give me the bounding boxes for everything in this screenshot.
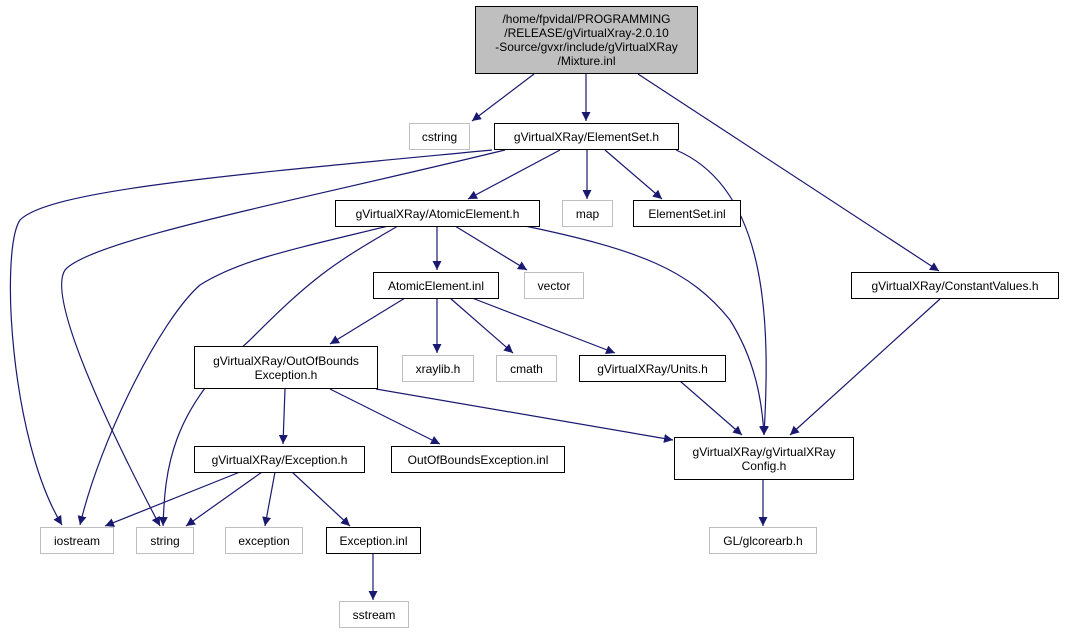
- edge-units-to-config: [679, 380, 743, 436]
- edge-atomicelement-to-vector: [454, 225, 528, 271]
- edge-exceptionh-to-exceptioninl: [291, 471, 351, 527]
- edge-atomicelementinl-to-cmath: [449, 297, 514, 354]
- node-exception-h[interactable]: gVirtualXRay/Exception.h: [194, 446, 365, 473]
- edge-elementset-to-elementsetinl: [604, 149, 663, 200]
- edge-atomicelement-to-iostream: [77, 225, 389, 526]
- node-exception: exception: [225, 527, 303, 554]
- edge-constantvalues-to-config: [789, 298, 941, 436]
- node-gvirtualxray-config-h[interactable]: gVirtualXRay/gVirtualXRay Config.h: [674, 437, 854, 480]
- edge-elementset-to-config: [675, 149, 770, 436]
- node-map: map: [562, 200, 613, 227]
- node-string: string: [136, 527, 194, 554]
- edge-outofbounds-to-outofboundsinl: [329, 388, 441, 445]
- edge-atomicelementinl-to-units: [471, 297, 616, 354]
- edge-atomicelementinl-to-outofbounds: [329, 297, 406, 345]
- node-outofboundsexception-inl[interactable]: OutOfBoundsException.inl: [391, 446, 565, 473]
- node-xraylib-h: xraylib.h: [402, 355, 474, 382]
- edge-exceptionh-to-iostream: [104, 471, 241, 527]
- edge-mixture-to-cstring: [471, 73, 535, 122]
- node-elementset-inl[interactable]: ElementSet.inl: [633, 200, 741, 227]
- node-iostream: iostream: [40, 527, 114, 554]
- edge-atomicelement-to-config: [524, 225, 768, 436]
- edge-elementset-to-iostream: [9, 149, 493, 526]
- node-cmath: cmath: [496, 355, 557, 382]
- node-cstring: cstring: [409, 123, 470, 150]
- node-sstream: sstream: [339, 601, 409, 628]
- edge-outofbounds-to-exceptionh: [278, 388, 288, 445]
- node-exception-inl[interactable]: Exception.inl: [326, 527, 421, 554]
- node-vector: vector: [524, 272, 584, 299]
- edge-elementset-to-string: [61, 149, 506, 527]
- node-constantvalues-h[interactable]: gVirtualXRay/ConstantValues.h: [851, 272, 1059, 299]
- node-atomicelement-inl[interactable]: AtomicElement.inl: [373, 272, 499, 299]
- edge-outofbounds-to-config: [375, 388, 674, 443]
- node-outofbounds-exception-h[interactable]: gVirtualXRay/OutOfBounds Exception.h: [194, 346, 378, 389]
- edge-exceptionh-to-exception: [262, 471, 276, 527]
- node-units-h[interactable]: gVirtualXRay/Units.h: [579, 355, 726, 382]
- edge-mixture-to-constantvalues: [637, 73, 940, 272]
- edge-atomicelement-to-string: [158, 225, 399, 527]
- node-mixture-inl: /home/fpvidal/PROGRAMMING /RELEASE/gVirt…: [475, 6, 698, 74]
- node-glcorearb-h: GL/glcorearb.h: [709, 527, 817, 554]
- edge-elementset-to-atomicelement: [467, 149, 561, 200]
- edge-exceptionh-to-string: [185, 471, 263, 527]
- node-atomicelement-h[interactable]: gVirtualXRay/AtomicElement.h: [335, 200, 540, 227]
- node-elementset-h[interactable]: gVirtualXRay/ElementSet.h: [494, 123, 679, 150]
